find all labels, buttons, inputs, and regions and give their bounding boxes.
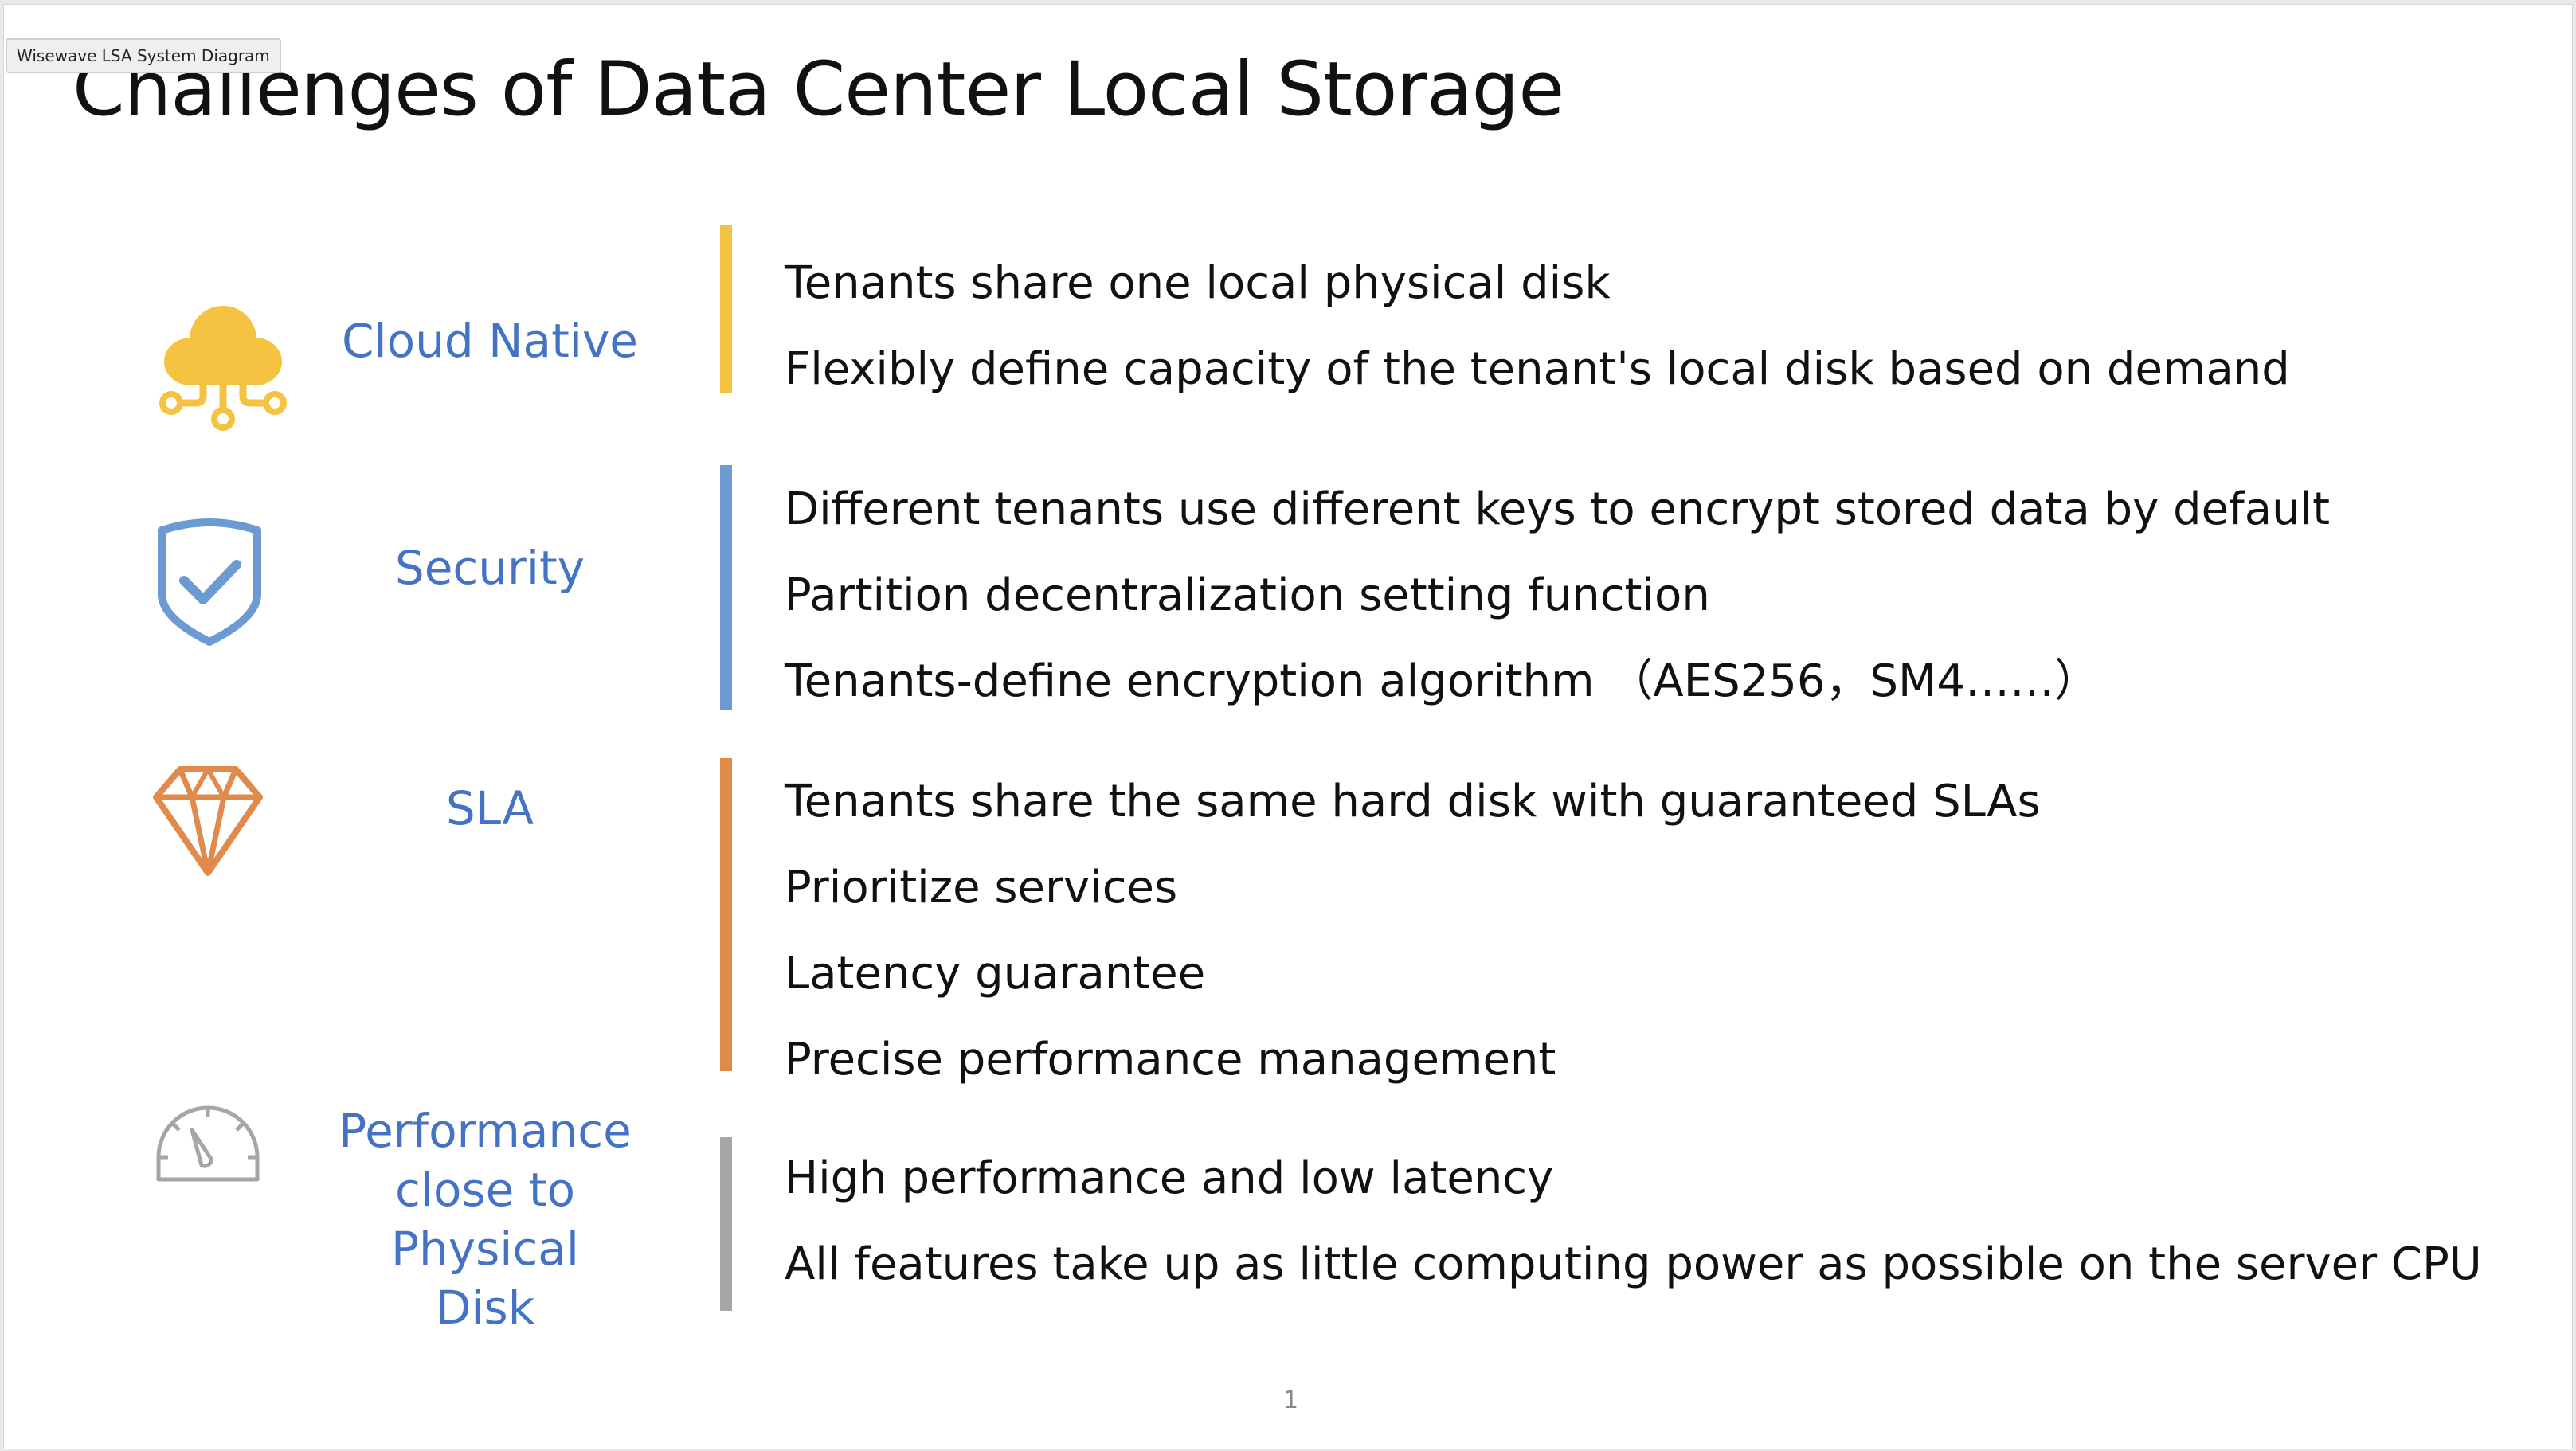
list-item: Tenants share one local physical disk [785,257,1611,309]
list-item: All features take up as little computing… [785,1238,2482,1290]
page-number: 1 [1283,1386,1299,1414]
list-item: Flexibly define capacity of the tenant's… [785,343,2290,395]
security-bar [720,465,732,710]
performance-bar [720,1137,732,1311]
list-item: Precise performance management [785,1034,1556,1085]
category-sla: SLA [445,781,534,835]
diamond-icon [152,765,264,881]
sla-bar [720,758,732,1071]
category-performance: Performance close to Physical Disk [339,1104,632,1335]
list-item: High performance and low latency [785,1152,1554,1204]
performance-bullets: High performance and low latency All fea… [785,1136,2482,1308]
category-security: Security [394,541,585,595]
list-item: Tenants share the same hard disk with gu… [785,776,2041,827]
slide: Wisewave LSA System Diagram Challenges o… [3,4,2573,1449]
cloud-native-bar [720,225,732,393]
category-cloud-native: Cloud Native [342,314,638,368]
sla-bullets: Tenants share the same hard disk with gu… [785,759,2041,1103]
slide-title: Challenges of Data Center Local Storage [72,46,1564,133]
list-item: Tenants-define encryption algorithm （AES… [785,655,2100,707]
list-item: Latency guarantee [785,948,1206,999]
cloud-native-bullets: Tenants share one local physical disk Fl… [785,241,2290,413]
list-item: Different tenants use different keys to … [785,483,2331,535]
cloud-network-icon [155,291,291,435]
speedometer-icon [152,1100,264,1191]
security-bullets: Different tenants use different keys to … [785,467,2330,725]
tooltip: Wisewave LSA System Diagram [6,38,281,73]
list-item: Prioritize services [785,862,1178,913]
shield-check-icon [154,518,265,654]
list-item: Partition decentralization setting funct… [785,569,1710,621]
